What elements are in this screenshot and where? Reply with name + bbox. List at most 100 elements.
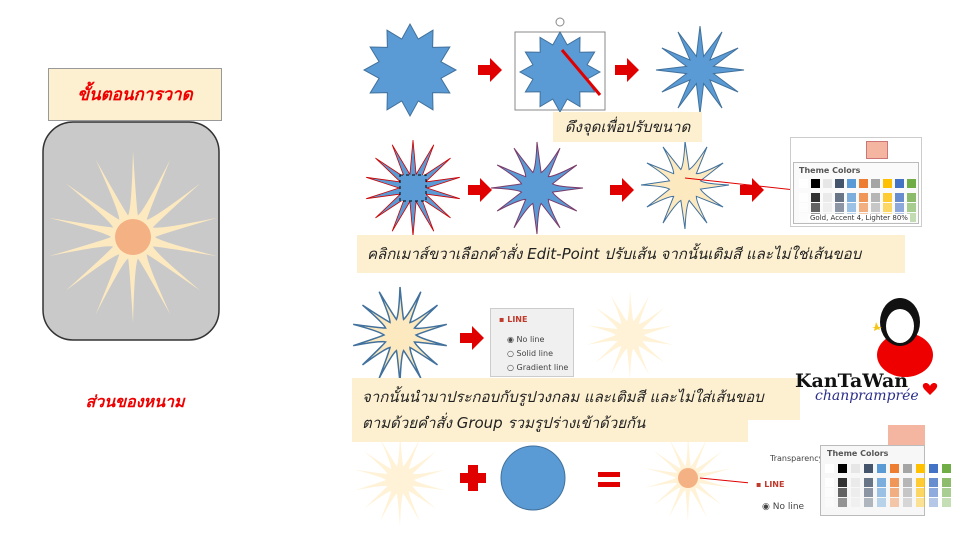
color-swatch[interactable]: [835, 203, 844, 212]
mascot-face: [886, 309, 914, 343]
equals-icon: [598, 482, 620, 487]
rotate-handle-icon: [555, 17, 565, 27]
theme-colors-header: Theme Colors: [799, 166, 861, 175]
color-swatch[interactable]: [823, 193, 832, 202]
color-swatch[interactable]: [883, 193, 892, 202]
color-swatch[interactable]: [890, 478, 899, 487]
color-swatch[interactable]: [890, 488, 899, 497]
caption-step3-line2: ตามด้วยคำสั่ง Group รวมรูปร่างเข้าด้วยกั…: [362, 414, 646, 432]
title-text: ขั้นตอนการวาด: [77, 85, 193, 105]
mascot-name: KanTaWan: [795, 370, 909, 392]
color-swatch[interactable]: [929, 464, 938, 473]
color-swatch[interactable]: [838, 464, 847, 473]
color-swatch[interactable]: [907, 203, 916, 212]
color-swatch[interactable]: [916, 498, 925, 507]
heart-icon: [922, 383, 938, 395]
color-swatch[interactable]: [825, 488, 834, 497]
thorn-label: ส่วนของหนาม: [85, 392, 185, 411]
color-swatch[interactable]: [864, 488, 873, 497]
radio-solid-line[interactable]: ○ Solid line: [507, 349, 554, 358]
color-swatch[interactable]: [877, 478, 886, 487]
line-heading: LINE: [507, 315, 528, 324]
fill-color-button[interactable]: [888, 425, 925, 447]
color-swatch[interactable]: [847, 203, 856, 212]
color-swatch[interactable]: [907, 213, 916, 222]
color-swatch[interactable]: [864, 478, 873, 487]
color-swatch[interactable]: [942, 498, 951, 507]
color-swatch[interactable]: [903, 478, 912, 487]
color-swatch[interactable]: [890, 464, 899, 473]
color-swatch[interactable]: [847, 193, 856, 202]
color-swatch[interactable]: [799, 213, 808, 222]
color-swatch[interactable]: [859, 179, 868, 188]
color-swatch[interactable]: [895, 203, 904, 212]
color-swatch[interactable]: [799, 179, 808, 188]
color-swatch[interactable]: [916, 488, 925, 497]
color-swatch[interactable]: [871, 179, 880, 188]
color-swatch[interactable]: [929, 498, 938, 507]
color-swatch[interactable]: [903, 488, 912, 497]
color-swatch[interactable]: [895, 179, 904, 188]
color-swatch[interactable]: [942, 488, 951, 497]
color-swatch[interactable]: [851, 464, 860, 473]
color-swatch[interactable]: [859, 193, 868, 202]
arrow-icon: [615, 58, 639, 82]
color-swatch[interactable]: [883, 203, 892, 212]
color-swatch[interactable]: [799, 203, 808, 212]
color-swatch[interactable]: [907, 193, 916, 202]
color-swatch[interactable]: [811, 179, 820, 188]
color-swatch[interactable]: [871, 203, 880, 212]
mascot-dress: [877, 333, 933, 377]
color-swatch[interactable]: [823, 203, 832, 212]
color-swatch[interactable]: [851, 478, 860, 487]
color-swatch[interactable]: [890, 498, 899, 507]
color-swatch[interactable]: [907, 179, 916, 188]
color-swatch[interactable]: [825, 498, 834, 507]
color-swatch[interactable]: [916, 478, 925, 487]
star-cream-outlined-2: [352, 286, 448, 384]
color-swatch[interactable]: [942, 464, 951, 473]
color-swatch[interactable]: [903, 464, 912, 473]
radio-no-line[interactable]: ◉ No line: [507, 335, 545, 344]
color-swatch[interactable]: [835, 179, 844, 188]
fill-color-button[interactable]: [866, 141, 888, 159]
color-swatch[interactable]: [929, 478, 938, 487]
color-swatch[interactable]: [929, 488, 938, 497]
color-swatch[interactable]: [838, 488, 847, 497]
color-swatch[interactable]: [895, 193, 904, 202]
color-swatch[interactable]: [851, 488, 860, 497]
radio-no-line[interactable]: ◉ No line: [762, 502, 805, 512]
color-swatch[interactable]: [838, 478, 847, 487]
color-swatch[interactable]: [859, 203, 868, 212]
line-heading: LINE: [764, 480, 785, 489]
color-swatch[interactable]: [847, 179, 856, 188]
star-shape-1: [362, 22, 458, 118]
color-swatch[interactable]: [877, 488, 886, 497]
color-swatch[interactable]: [799, 193, 808, 202]
radio-gradient-line[interactable]: ○ Gradient line: [507, 363, 569, 372]
color-swatch[interactable]: [877, 464, 886, 473]
color-swatch[interactable]: [864, 498, 873, 507]
color-swatch[interactable]: [942, 478, 951, 487]
color-swatch[interactable]: [835, 193, 844, 202]
equals-icon: [598, 472, 620, 477]
color-swatch[interactable]: [903, 498, 912, 507]
caption-step1: ดึงจุดเพื่อปรับขนาด: [553, 112, 702, 142]
color-swatch[interactable]: [877, 498, 886, 507]
color-swatch[interactable]: [916, 464, 925, 473]
sun-center: [115, 219, 151, 255]
star-shape-selected: [518, 30, 602, 114]
color-swatch[interactable]: [823, 179, 832, 188]
color-swatch[interactable]: [864, 464, 873, 473]
line-options-panel: ▪ LINE ◉ No line ○ Solid line ○ Gradient…: [490, 308, 574, 377]
color-swatch[interactable]: [871, 193, 880, 202]
color-swatch[interactable]: [811, 203, 820, 212]
color-swatch[interactable]: [811, 193, 820, 202]
color-swatch[interactable]: [851, 498, 860, 507]
color-swatch[interactable]: [825, 478, 834, 487]
color-swatch[interactable]: [825, 464, 834, 473]
title-box: ขั้นตอนการวาด: [48, 68, 222, 121]
plus-icon: [460, 465, 486, 491]
color-swatch[interactable]: [838, 498, 847, 507]
color-swatch[interactable]: [883, 179, 892, 188]
